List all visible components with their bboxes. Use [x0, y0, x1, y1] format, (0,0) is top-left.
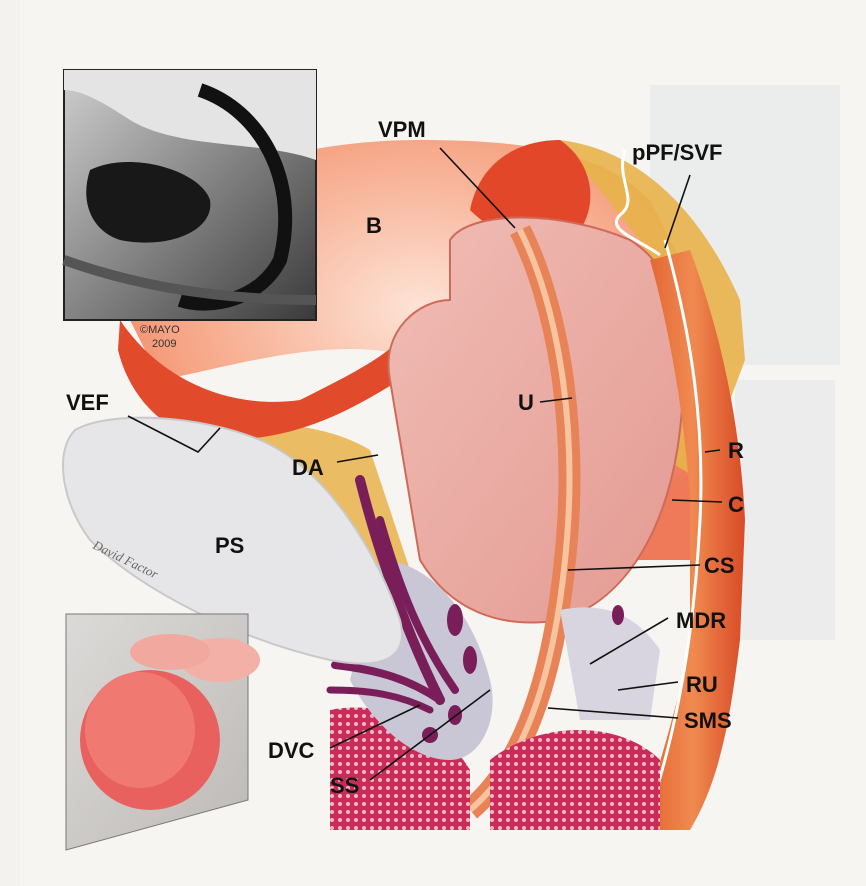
- dvc-vein-section: [463, 646, 477, 674]
- label-ps: PS: [215, 533, 244, 558]
- label-ppf-svf: pPF/SVF: [632, 140, 722, 165]
- vein-section: [612, 605, 624, 625]
- label-r: R: [728, 438, 744, 463]
- label-vef: VEF: [66, 390, 109, 415]
- label-ss: SS: [330, 773, 359, 798]
- label-vpm: VPM: [378, 117, 426, 142]
- copyright-text: ©MAYO: [140, 324, 180, 336]
- label-cs: CS: [704, 553, 735, 578]
- label-u: U: [518, 390, 534, 415]
- dvc-vein-section: [447, 604, 463, 636]
- label-sms: SMS: [684, 708, 732, 733]
- label-dvc: DVC: [268, 738, 315, 763]
- penile-bulb-posterior: [490, 730, 660, 830]
- dvc-vein-section: [448, 705, 462, 725]
- copyright-year: 2009: [152, 338, 176, 350]
- label-da: DA: [292, 455, 324, 480]
- label-b: B: [366, 213, 382, 238]
- mri-inset: [64, 70, 316, 320]
- label-mdr: MDR: [676, 608, 726, 633]
- label-ru: RU: [686, 672, 718, 697]
- label-c: C: [728, 492, 744, 517]
- faint-background-panel: [735, 380, 835, 640]
